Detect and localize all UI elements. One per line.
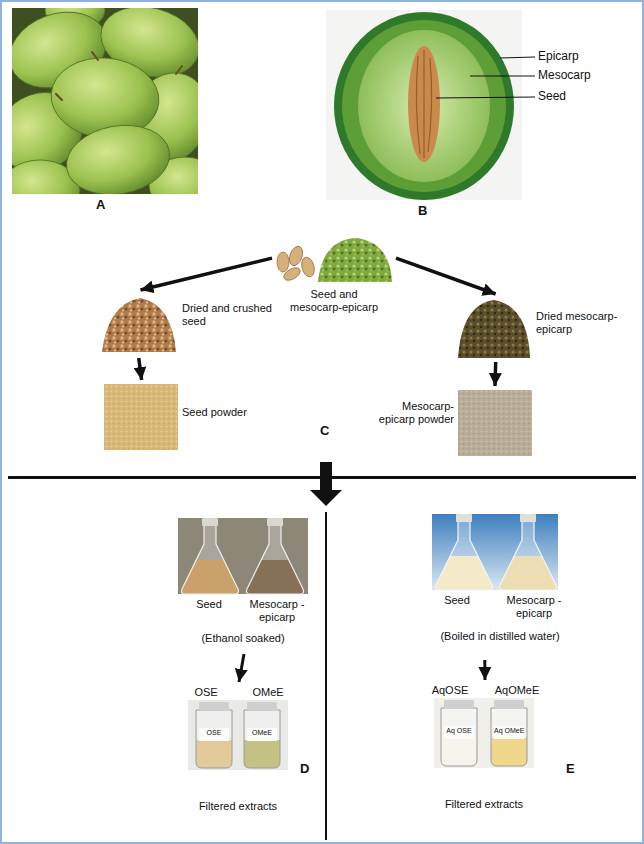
process-arrow xyxy=(141,258,273,290)
caption-text: (Ethanol soaked) xyxy=(170,632,316,645)
divider-line xyxy=(325,512,327,840)
part-label: Seed xyxy=(538,90,566,104)
process-arrow xyxy=(493,362,497,386)
caption-text: Mesocarp -epicarp xyxy=(240,598,314,624)
photo-panel: Seed and mesocarp-epicarp xyxy=(272,232,396,322)
fruit-photo xyxy=(12,8,198,194)
caption-text: (Boiled in distilled water) xyxy=(420,630,580,643)
down-arrow xyxy=(310,462,342,506)
caption-text: AqOSE xyxy=(424,684,476,697)
caption-text: Seed xyxy=(432,594,482,607)
caption-text: OMeE xyxy=(244,686,292,699)
panel-letter: A xyxy=(96,198,105,213)
caption-text: Filtered extracts xyxy=(424,798,544,811)
cut-fruit-photo xyxy=(326,10,535,200)
caption-text: AqOMeE xyxy=(490,684,544,697)
process-arrow xyxy=(239,654,244,682)
panel-letter: C xyxy=(320,424,329,439)
vial-label: Aq OMeE xyxy=(494,727,524,735)
caption-text: Dried and crushed seed xyxy=(182,302,272,328)
vial-label: Aq OSE xyxy=(444,727,474,735)
caption-text: Mesocarp-epicarp powder xyxy=(376,400,454,426)
photo-panel: Seed Mesocarp -epicarp (Boiled in distille… xyxy=(420,510,582,660)
photo-panel: Seed Mesocarp -epicarp (Ethanol soaked) xyxy=(170,514,318,654)
caption-text: Filtered extracts xyxy=(178,800,298,813)
crushed-seed-photo xyxy=(100,294,178,354)
photo-panel: OSE OMeE Filtered extracts xyxy=(178,682,300,824)
photo-panel: Dried mesocarp-epicarp xyxy=(452,294,634,362)
dried-mesocarp-photo xyxy=(456,298,532,360)
photo-panel: Seed powder xyxy=(100,380,260,456)
panel-letter: D xyxy=(300,762,309,777)
caption-text: Seed xyxy=(184,598,234,611)
panel-letter: E xyxy=(566,762,575,777)
vial-label: OMeE xyxy=(247,729,277,737)
photo-panel: AqOSE AqOMeE Filtered extracts xyxy=(424,680,546,822)
caption-text: OSE xyxy=(184,686,228,699)
mesocarp-powder-photo xyxy=(458,390,532,456)
seed-powder-photo xyxy=(104,384,178,450)
vial-label: OSE xyxy=(199,729,229,737)
part-label: Epicarp xyxy=(538,50,579,64)
caption-text: Seed and mesocarp-epicarp xyxy=(284,288,384,314)
caption-text: Dried mesocarp-epicarp xyxy=(536,310,630,336)
caption-text: Mesocarp -epicarp xyxy=(498,594,570,620)
caption-text: Seed powder xyxy=(182,406,258,419)
ethanol-vials-photo xyxy=(188,700,288,770)
process-arrow xyxy=(483,660,486,680)
photo-panel: Mesocarp-epicarp powder xyxy=(372,386,536,462)
aqueous-vials-photo xyxy=(434,698,534,768)
photo-panel: Dried and crushed seed xyxy=(96,290,274,358)
boiled-flasks-photo xyxy=(432,514,558,590)
process-arrow xyxy=(139,358,142,380)
ethanol-flasks-photo xyxy=(178,518,308,594)
seed-and-pieces-photo xyxy=(273,234,393,284)
part-label: Mesocarp xyxy=(538,69,591,83)
panel-letter: B xyxy=(418,204,427,219)
process-arrow xyxy=(396,258,496,294)
